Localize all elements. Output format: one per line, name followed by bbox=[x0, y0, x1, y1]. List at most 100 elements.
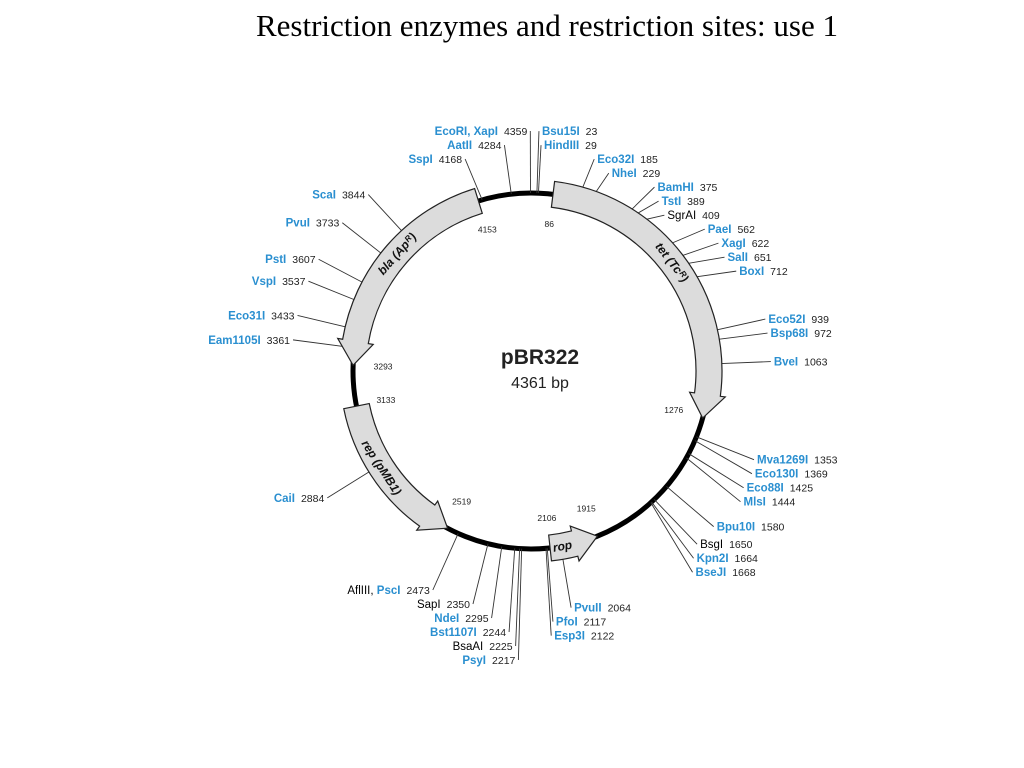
site-position: 2473 bbox=[406, 585, 430, 597]
site-leader bbox=[464, 158, 483, 201]
site-leader bbox=[694, 440, 753, 475]
site-prefix: AflIII, bbox=[347, 585, 376, 597]
site-position: 409 bbox=[702, 210, 720, 222]
site-label: BveI 1063 bbox=[774, 357, 828, 369]
site-position: 3607 bbox=[292, 254, 316, 266]
site-position: 1580 bbox=[761, 522, 785, 534]
tick-label: 4153 bbox=[478, 225, 497, 235]
site-position: 389 bbox=[687, 196, 705, 208]
tick-label: 2106 bbox=[537, 513, 556, 523]
tick-label: 86 bbox=[545, 219, 555, 229]
site-label: EcoRI, XapI 4359 bbox=[435, 126, 528, 138]
site-position: 4359 bbox=[504, 126, 528, 138]
site-name: Eco88I bbox=[747, 483, 784, 495]
site-name: BveI bbox=[774, 357, 798, 369]
site-position: 2117 bbox=[584, 617, 607, 629]
site-position: 229 bbox=[643, 168, 661, 180]
site-position: 1668 bbox=[732, 567, 756, 579]
site-name: PvuI bbox=[286, 218, 310, 230]
site-leader bbox=[650, 502, 693, 573]
site-name: NheI bbox=[612, 168, 637, 180]
site-position: 1369 bbox=[804, 469, 828, 481]
site-position: 2884 bbox=[301, 493, 325, 505]
site-position: 375 bbox=[700, 182, 718, 194]
site-name: Bpu10I bbox=[717, 522, 755, 534]
gene-arrow bbox=[336, 187, 484, 367]
site-name: PfoI bbox=[556, 617, 578, 629]
site-position: 2350 bbox=[447, 599, 471, 611]
site-name: Bsu15I bbox=[542, 126, 580, 138]
site-leader bbox=[491, 546, 503, 619]
site-name: HindIII bbox=[544, 140, 579, 152]
site-label: Eco130I 1369 bbox=[755, 469, 828, 481]
site-name: BseJI bbox=[696, 567, 727, 579]
site-leader bbox=[545, 548, 552, 636]
plasmid-size: 4361 bp bbox=[511, 375, 569, 392]
site-name: NdeI bbox=[434, 613, 459, 625]
site-position: 3537 bbox=[282, 276, 306, 288]
site-name: VspI bbox=[252, 276, 276, 288]
site-name: Eco130I bbox=[755, 469, 798, 481]
site-label: Bsu15I 23 bbox=[542, 126, 598, 138]
site-name: MlsI bbox=[743, 497, 765, 509]
site-leader bbox=[517, 548, 523, 661]
site-leader bbox=[503, 144, 512, 195]
site-name: Eam1105I bbox=[208, 335, 260, 347]
site-name: PstI bbox=[265, 254, 286, 266]
site-leader bbox=[508, 548, 516, 633]
site-name: Kpn2I bbox=[697, 553, 729, 565]
site-label: AflIII, PscI 2473 bbox=[347, 585, 430, 597]
site-name: PsyI bbox=[462, 655, 486, 667]
site-name: Bst1107I bbox=[430, 627, 477, 639]
site-name: XagI bbox=[721, 238, 745, 250]
tick-label: 1915 bbox=[577, 503, 596, 513]
site-position: 185 bbox=[640, 154, 658, 166]
site-position: 1063 bbox=[804, 357, 828, 369]
site-name: CaiI bbox=[274, 493, 295, 505]
site-label: BseJI 1668 bbox=[696, 567, 756, 579]
site-name: Bsp68I bbox=[771, 328, 809, 340]
slide-title: Restriction enzymes and restriction site… bbox=[256, 8, 838, 43]
site-name: SalI bbox=[728, 252, 748, 264]
site-leader bbox=[653, 499, 698, 545]
site-leader bbox=[546, 548, 554, 622]
site-position: 2122 bbox=[591, 631, 615, 643]
site-position: 972 bbox=[814, 328, 832, 340]
site-name: Eco32I bbox=[597, 154, 634, 166]
site-leader bbox=[536, 131, 540, 194]
site-position: 2217 bbox=[492, 655, 516, 667]
site-label: VspI 3537 bbox=[252, 276, 306, 288]
site-name: EcoRI, XapI bbox=[435, 126, 498, 138]
site-position: 651 bbox=[754, 252, 772, 264]
site-label: CaiI 2884 bbox=[274, 493, 325, 505]
plasmid-name: pBR322 bbox=[501, 346, 579, 369]
site-name: PscI bbox=[377, 585, 401, 597]
site-leader bbox=[666, 486, 714, 527]
site-name: Mva1269I bbox=[757, 455, 808, 467]
site-label: PfoI 2117 bbox=[556, 617, 606, 629]
tick-label: 3293 bbox=[374, 361, 393, 371]
site-position: 3433 bbox=[271, 310, 295, 322]
site-position: 23 bbox=[586, 126, 598, 138]
site-name: AatII bbox=[447, 140, 472, 152]
site-label: Eco32I 185 bbox=[597, 154, 658, 166]
site-position: 3844 bbox=[342, 190, 366, 202]
